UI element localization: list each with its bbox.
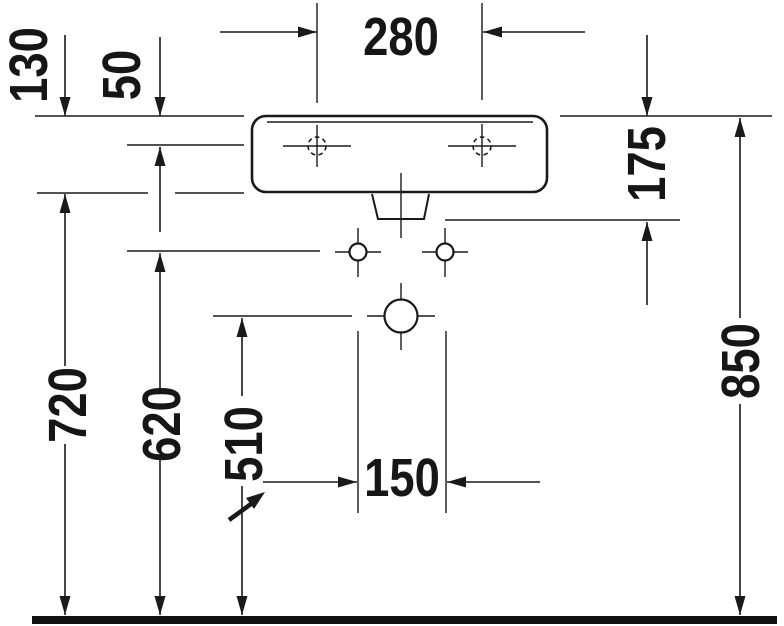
dim-basin-front-height: 130 [0,27,71,366]
dim-rim-to-fixing-holes: 175 [616,35,677,305]
dim-130-label: 130 [0,27,59,103]
dim-tap-hole-spacing: 280 [220,6,585,67]
floor-line [32,616,777,624]
dim-150-label: 150 [364,447,440,508]
dim-175-label: 175 [616,126,677,202]
washbasin-body [250,114,549,238]
tap-hole-marker-right-icon [448,124,516,167]
fixing-holes [335,228,468,277]
dim-50-label: 50 [91,50,152,100]
dim-510-label: 510 [213,406,274,482]
dim-fixing-holes-height: 620 [131,253,192,615]
fixing-hole-right-icon [435,242,455,262]
dim-rim-to-tap-holes: 50 [91,37,166,232]
dim-rim-height: 850 [710,118,771,615]
fixing-hole-left-icon [348,242,368,262]
drain-hole [367,283,435,350]
dim-720-label: 720 [37,367,98,443]
dim-drain-height: 510 [213,318,274,615]
dim-fixing-hole-spacing: 150 [263,447,540,508]
flow-direction-arrow-icon [227,492,265,522]
tap-hole-marker-left-icon [283,125,351,167]
dim-620-label: 620 [131,386,192,462]
dim-280-label: 280 [363,6,439,67]
drain-hole-icon [383,298,419,334]
extension-lines [35,3,772,513]
dim-850-label: 850 [710,323,771,399]
dim-basin-underside-height: 720 [37,367,98,615]
